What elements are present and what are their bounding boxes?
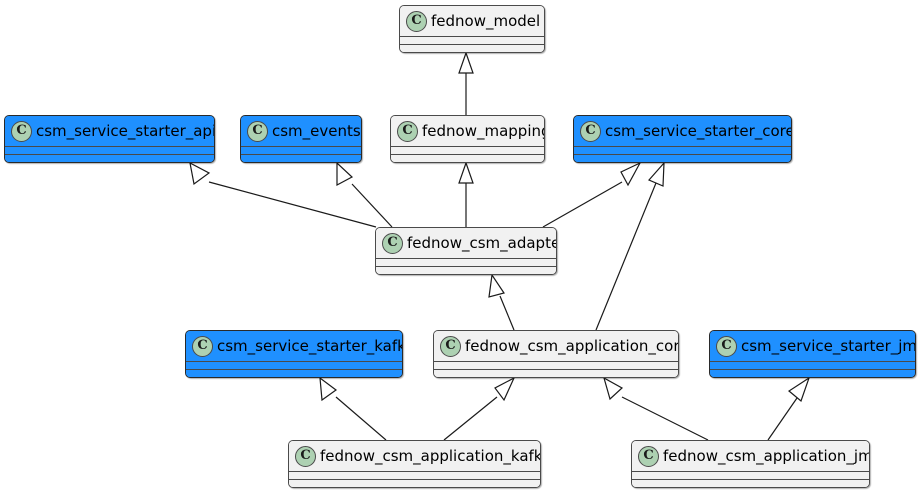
operations-compartment [5, 154, 214, 162]
edge-fednow_csm_application_core-to-fednow_csm_adapter [488, 273, 515, 331]
class-title-fednow-csm-adapter: C fednow_csm_adapter [376, 228, 556, 258]
class-stereotype-icon: C [247, 120, 268, 142]
attributes-compartment [5, 146, 214, 154]
class-title-csm-service-starter-kafka: C csm_service_starter_kafka [186, 331, 402, 361]
class-name-label: fednow_csm_application_core [465, 337, 679, 355]
operations-compartment [632, 479, 869, 487]
class-title-fednow-csm-application-core: C fednow_csm_application_core [434, 331, 678, 361]
edge-fednow_csm_adapter-to-csm_events [336, 161, 393, 228]
edge-fednow_csm_application_jms-to-fednow_csm_application_core [603, 376, 709, 441]
class-name-label: fednow_csm_adapter [407, 234, 557, 252]
class-name-label: fednow_mapping [422, 122, 545, 140]
class-name-label: csm_service_starter_core [605, 122, 792, 140]
edge-fednow_csm_application_kafka-to-fednow_csm_application_core [443, 376, 516, 441]
operations-compartment [400, 44, 544, 52]
class-stereotype-icon: C [11, 120, 32, 142]
class-node-csm-service-starter-core[interactable]: C csm_service_starter_core [573, 115, 792, 163]
attributes-compartment [241, 146, 361, 154]
attributes-compartment [632, 471, 869, 479]
class-node-fednow-csm-application-core[interactable]: C fednow_csm_application_core [433, 330, 679, 378]
class-name-label: csm_service_starter_jms [741, 337, 916, 355]
class-node-fednow-mapping[interactable]: C fednow_mapping [390, 115, 545, 163]
attributes-compartment [289, 471, 540, 479]
operations-compartment [710, 369, 915, 377]
class-name-label: csm_service_starter_api [36, 122, 215, 140]
class-name-label: fednow_csm_application_jms [663, 447, 870, 465]
class-node-csm-service-starter-kafka[interactable]: C csm_service_starter_kafka [185, 330, 403, 378]
attributes-compartment [434, 361, 678, 369]
class-title-fednow-csm-application-kafka: C fednow_csm_application_kafka [289, 441, 540, 471]
operations-compartment [391, 154, 544, 162]
class-node-fednow-csm-application-kafka[interactable]: C fednow_csm_application_kafka [288, 440, 541, 488]
operations-compartment [434, 369, 678, 377]
class-node-csm-service-starter-jms[interactable]: C csm_service_starter_jms [709, 330, 916, 378]
class-stereotype-icon: C [382, 232, 403, 254]
attributes-compartment [574, 146, 791, 154]
class-name-label: csm_events [272, 122, 361, 140]
edge-fednow_csm_adapter-to-csm_service_starter_core [542, 161, 642, 228]
operations-compartment [289, 479, 540, 487]
attributes-compartment [186, 361, 402, 369]
class-stereotype-icon: C [440, 335, 461, 357]
class-stereotype-icon: C [406, 10, 427, 32]
edge-fednow_csm_adapter-to-fednow_mapping [458, 161, 474, 227]
class-name-label: fednow_model [431, 12, 541, 30]
operations-compartment [376, 266, 556, 274]
class-stereotype-icon: C [295, 445, 316, 467]
class-stereotype-icon: C [638, 445, 659, 467]
class-stereotype-icon: C [397, 120, 418, 142]
attributes-compartment [376, 258, 556, 266]
class-stereotype-icon: C [580, 120, 601, 142]
class-stereotype-icon: C [192, 335, 213, 357]
class-title-csm-events: C csm_events [241, 116, 361, 146]
class-node-fednow-csm-adapter[interactable]: C fednow_csm_adapter [375, 227, 557, 275]
class-name-label: fednow_csm_application_kafka [320, 447, 541, 465]
attributes-compartment [710, 361, 915, 369]
class-title-fednow-csm-application-jms: C fednow_csm_application_jms [632, 441, 869, 471]
edge-fednow_mapping-to-fednow_model [458, 51, 474, 115]
class-node-csm-events[interactable]: C csm_events [240, 115, 362, 163]
attributes-compartment [400, 36, 544, 44]
class-node-csm-service-starter-api[interactable]: C csm_service_starter_api [4, 115, 215, 163]
class-name-label: csm_service_starter_kafka [217, 337, 403, 355]
class-node-fednow-csm-application-jms[interactable]: C fednow_csm_application_jms [631, 440, 870, 488]
operations-compartment [574, 154, 791, 162]
edge-fednow_csm_adapter-to-csm_service_starter_api [189, 161, 377, 228]
class-node-fednow-model[interactable]: C fednow_model [399, 5, 545, 53]
class-title-csm-service-starter-core: C csm_service_starter_core [574, 116, 791, 146]
edge-fednow_csm_application_jms-to-csm_service_starter_jms [767, 376, 811, 441]
class-title-fednow-mapping: C fednow_mapping [391, 116, 544, 146]
class-title-fednow-model: C fednow_model [400, 6, 544, 36]
class-title-csm-service-starter-jms: C csm_service_starter_jms [710, 331, 915, 361]
operations-compartment [186, 369, 402, 377]
operations-compartment [241, 154, 361, 162]
class-title-csm-service-starter-api: C csm_service_starter_api [5, 116, 214, 146]
edge-fednow_csm_application_kafka-to-csm_service_starter_kafka [319, 376, 387, 441]
edge-fednow_csm_application_core-to-csm_service_starter_core [595, 161, 665, 331]
attributes-compartment [391, 146, 544, 154]
class-stereotype-icon: C [716, 335, 737, 357]
